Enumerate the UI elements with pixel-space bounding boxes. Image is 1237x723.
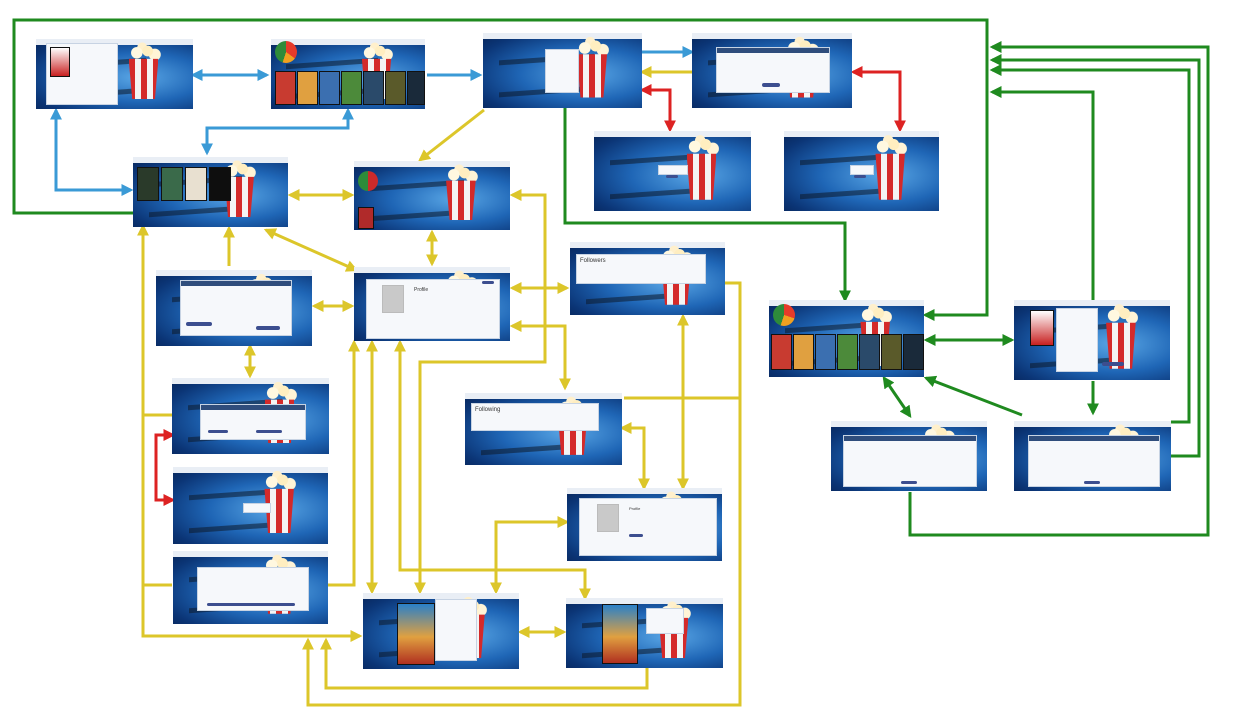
yellow-flow-arrows — [137, 66, 742, 707]
green-arrow — [12, 18, 989, 321]
blue-arrow — [201, 107, 354, 156]
blue-flow-arrows — [50, 46, 695, 196]
screen-home-logged-in — [354, 161, 510, 230]
followers-title: Followers — [580, 258, 606, 264]
screen-admin-home — [769, 300, 924, 377]
profile-title: Profile — [414, 287, 429, 293]
yellow-arrow — [320, 637, 649, 690]
red-arrow — [154, 429, 176, 506]
screen-password-error — [173, 467, 328, 544]
yellow-arrow — [302, 520, 742, 707]
green-arrow — [882, 376, 912, 418]
yellow-arrow — [263, 228, 359, 272]
screen-login — [483, 33, 642, 108]
screen-movie-detail-logged-in — [363, 593, 519, 669]
screen-add-review — [566, 598, 723, 668]
green-arrow — [908, 41, 1210, 537]
screen-followers: Followers — [570, 242, 725, 315]
green-arrow — [923, 375, 1023, 417]
green-flow-arrows — [12, 18, 1210, 537]
screen-register — [692, 33, 852, 108]
screen-profile: Profile — [354, 267, 510, 341]
red-arrow — [850, 66, 906, 133]
screen-register-error — [784, 131, 939, 211]
blue-arrow — [50, 107, 134, 196]
yellow-arrow — [394, 339, 591, 601]
screen-home-logged-out — [271, 39, 425, 109]
screen-other-user-profile: Profile — [567, 488, 722, 561]
yellow-arrow — [418, 108, 485, 162]
red-arrow — [639, 84, 676, 133]
screen-change-password — [172, 378, 329, 454]
green-arrow — [989, 86, 1095, 300]
yellow-arrow — [490, 516, 570, 595]
screen-admin-edit-movie — [1014, 421, 1171, 491]
screen-edit-profile — [156, 270, 312, 346]
screen-delete-account — [173, 551, 328, 624]
screen-admin-movie-detail — [1014, 300, 1170, 380]
yellow-arrow — [509, 320, 571, 391]
green-arrow — [989, 54, 1201, 458]
yellow-arrow — [328, 339, 360, 587]
other-profile-title: Profile — [629, 506, 641, 511]
following-title: Following — [475, 407, 501, 413]
screen-admin-add-movie — [831, 421, 987, 491]
screen-search-results — [133, 157, 288, 227]
yellow-arrow — [137, 223, 363, 642]
screen-movie-detail — [36, 39, 193, 109]
screen-following: Following — [465, 393, 622, 465]
green-arrow — [989, 64, 1191, 424]
yellow-arrow — [619, 422, 650, 491]
green-arrow — [563, 108, 851, 303]
screen-login-error — [594, 131, 751, 211]
